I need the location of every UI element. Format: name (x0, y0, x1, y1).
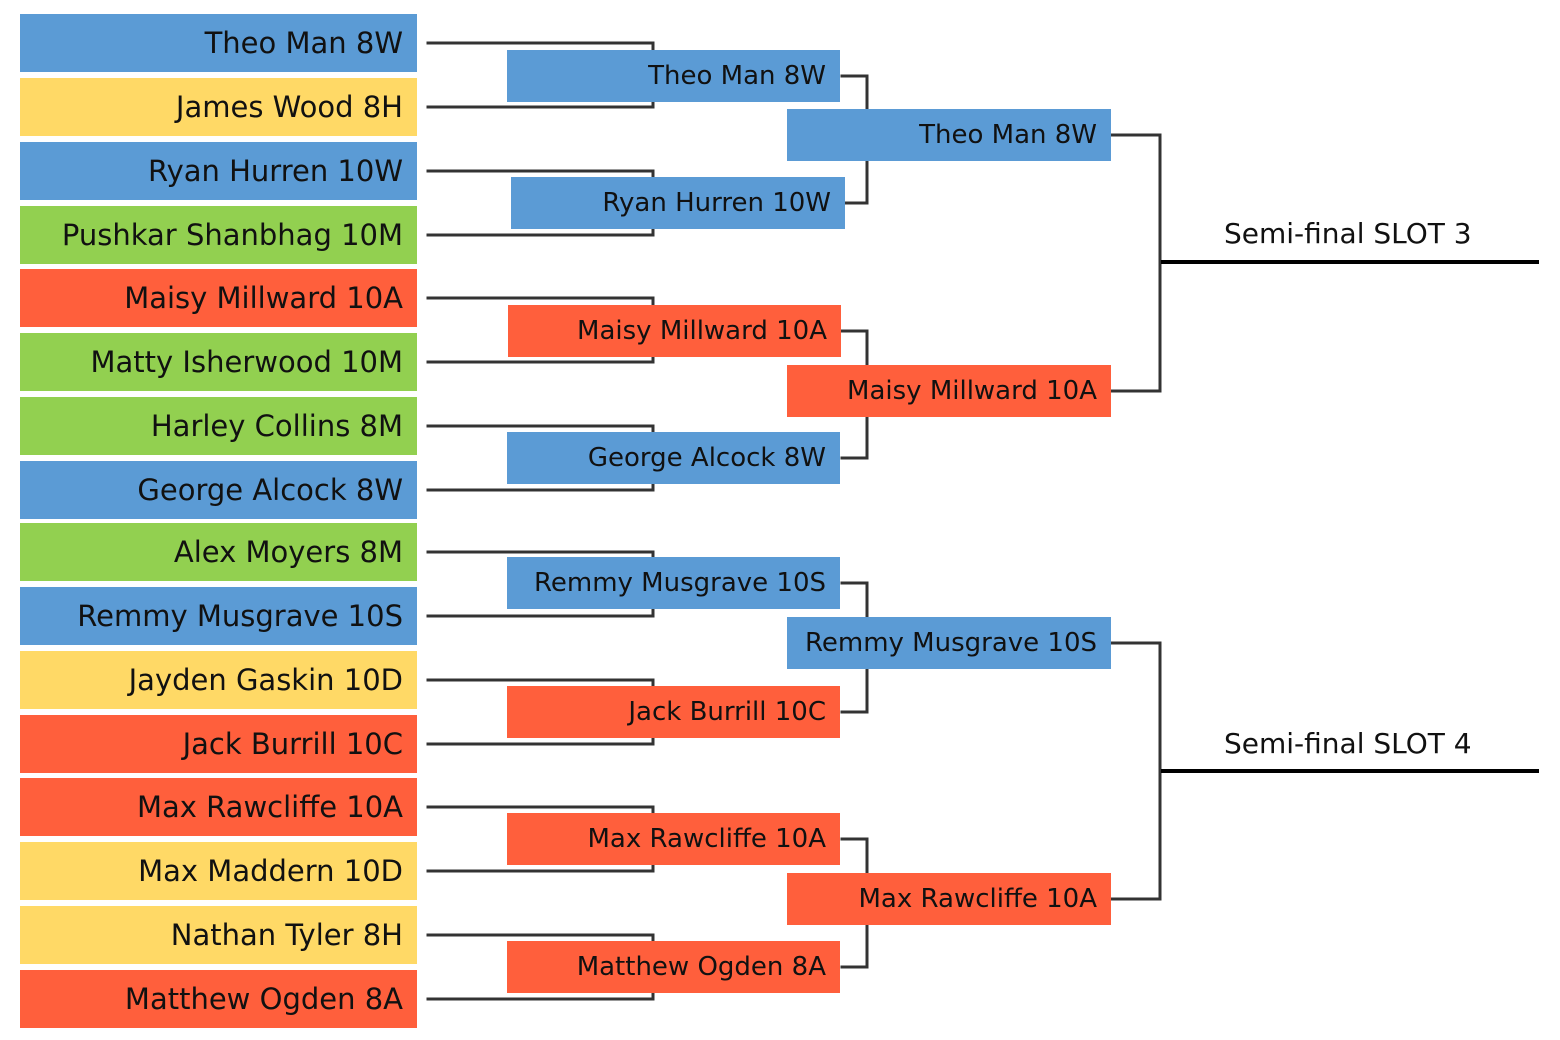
round1-entry: Jack Burrill 10C (20, 715, 417, 773)
round1-entry: James Wood 8H (20, 78, 417, 136)
round1-entry: Matthew Ogden 8A (20, 970, 417, 1028)
round3-entry: Remmy Musgrave 10S (787, 617, 1111, 669)
round1-entry: Pushkar Shanbhag 10M (20, 206, 417, 264)
round1-entry: Theo Man 8W (20, 14, 417, 72)
round3-entry: Maisy Millward 10A (787, 365, 1111, 417)
round3-entry: Theo Man 8W (787, 109, 1111, 161)
semifinal-slot-label: Semi-final SLOT 3 (1224, 217, 1472, 250)
round2-entry: Maisy Millward 10A (508, 305, 841, 357)
round1-entry: Ryan Hurren 10W (20, 142, 417, 200)
round2-entry: Jack Burrill 10C (507, 686, 840, 738)
round1-entry: Max Maddern 10D (20, 842, 417, 900)
round2-entry: Theo Man 8W (507, 50, 840, 102)
round1-entry: Max Rawcliffe 10A (20, 778, 417, 836)
round1-entry: Jayden Gaskin 10D (20, 651, 417, 709)
round2-entry: Ryan Hurren 10W (511, 177, 845, 229)
round2-entry: Max Rawcliffe 10A (507, 813, 840, 865)
round2-entry: Remmy Musgrave 10S (507, 557, 840, 609)
round1-entry: Maisy Millward 10A (20, 269, 417, 327)
round1-entry: George Alcock 8W (20, 461, 417, 519)
round2-entry: Matthew Ogden 8A (507, 941, 840, 993)
round1-entry: Harley Collins 8M (20, 397, 417, 455)
round3-entry: Max Rawcliffe 10A (787, 873, 1111, 925)
round1-entry: Remmy Musgrave 10S (20, 587, 417, 645)
round1-entry: Matty Isherwood 10M (20, 333, 417, 391)
round1-entry: Nathan Tyler 8H (20, 906, 417, 964)
round1-entry: Alex Moyers 8M (20, 523, 417, 581)
semifinal-slot-label: Semi-final SLOT 4 (1224, 727, 1472, 760)
round2-entry: George Alcock 8W (507, 432, 840, 484)
